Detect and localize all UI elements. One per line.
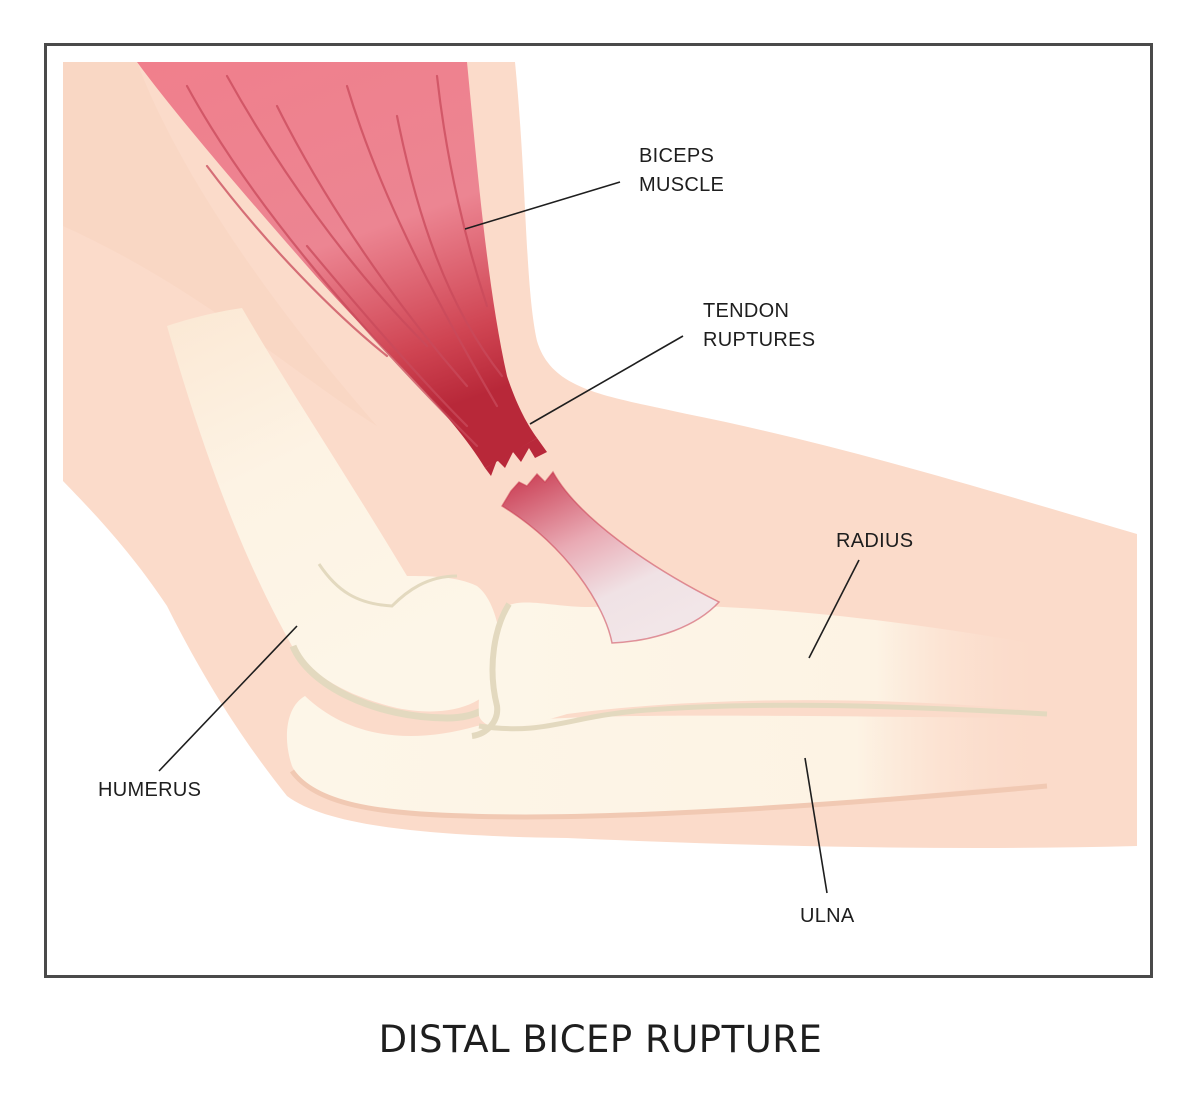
label-humerus: HUMERUS [98, 776, 201, 805]
label-radius-text: RADIUS [836, 527, 913, 556]
label-biceps-line1: BICEPS [639, 142, 724, 171]
label-biceps-muscle: BICEPS MUSCLE [639, 142, 724, 200]
label-biceps-line2: MUSCLE [639, 171, 724, 200]
label-radius: RADIUS [836, 527, 913, 556]
label-humerus-text: HUMERUS [98, 776, 201, 805]
label-tendon-line2: RUPTURES [703, 326, 815, 355]
elbow-illustration [47, 46, 1150, 975]
label-tendon-ruptures: TENDON RUPTURES [703, 297, 815, 355]
diagram-title: DISTAL BICEP RUPTURE [0, 1018, 1201, 1061]
diagram-frame: BICEPS MUSCLE TENDON RUPTURES RADIUS HUM… [44, 43, 1153, 978]
label-tendon-line1: TENDON [703, 297, 815, 326]
label-ulna: ULNA [800, 902, 855, 931]
label-ulna-text: ULNA [800, 902, 855, 931]
